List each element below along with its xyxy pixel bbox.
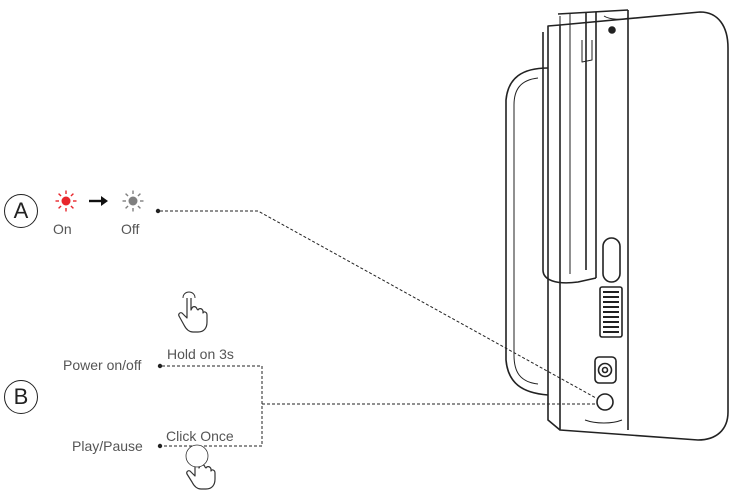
headphone-illustration [505, 9, 729, 441]
click-once-label: Click Once [166, 428, 234, 444]
hold-label: Hold on 3s [167, 346, 234, 362]
arrow-right-icon [89, 196, 108, 206]
tap-hand-icon [178, 291, 208, 333]
led-off-label: Off [121, 221, 140, 237]
leader-lines [160, 210, 597, 447]
section-b-marker: B [4, 380, 38, 414]
play-pause-label: Play/Pause [72, 438, 143, 454]
led-leader-line [160, 210, 597, 399]
section-a-marker: A [4, 194, 38, 228]
led-light-off-icon [122, 190, 144, 212]
led-on-label: On [53, 221, 72, 237]
button-leader-line [162, 365, 596, 447]
press-hand-icon [185, 444, 216, 490]
led-light-on-icon [55, 190, 77, 212]
power-label: Power on/off [63, 357, 142, 373]
